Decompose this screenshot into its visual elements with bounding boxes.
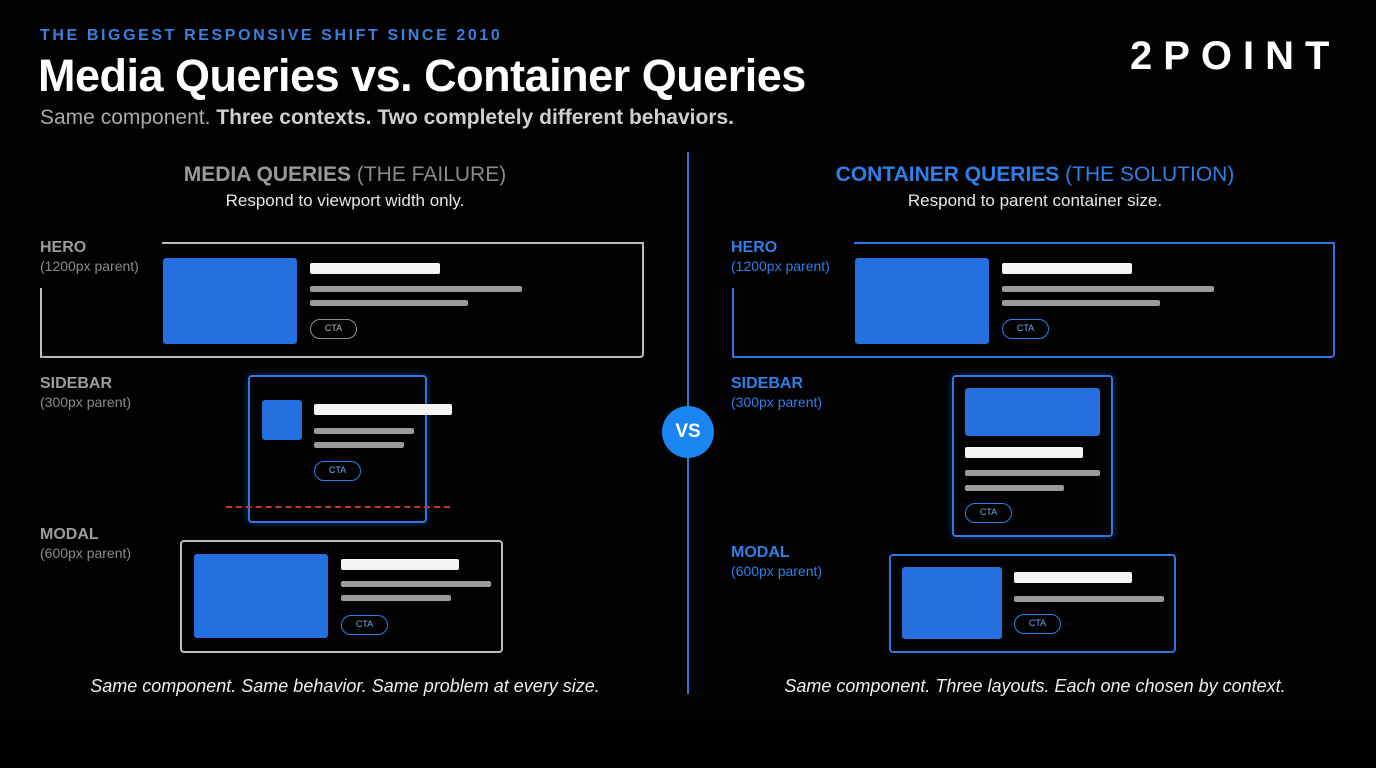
left-heading-strong: MEDIA QUERIES — [183, 163, 352, 186]
left-hero-frame — [40, 242, 644, 358]
left-hero-frame-left — [40, 288, 42, 358]
right-hero-label: HERO — [731, 239, 778, 256]
left-hero-label: HERO — [40, 239, 87, 256]
right-modal-parent: (600px parent) — [731, 563, 823, 579]
right-heading-strong: CONTAINER QUERIES — [835, 163, 1060, 186]
right-sidebar-cta-button[interactable]: CTA — [965, 503, 1012, 523]
right-hero-image — [855, 258, 989, 344]
right-hero-cta-button[interactable]: CTA — [1002, 319, 1049, 339]
right-hero-frame-left — [732, 288, 734, 358]
right-hero-title-bar — [1002, 263, 1132, 274]
left-modal-text-line — [341, 595, 451, 601]
right-sidebar-image — [965, 388, 1100, 436]
right-hero-parent: (1200px parent) — [731, 258, 830, 274]
eyebrow-text: THE BIGGEST RESPONSIVE SHIFT SINCE 2010 — [40, 27, 503, 44]
left-sidebar-title-bar-overflow — [314, 404, 452, 415]
right-caption: Same component. Three layouts. Each one … — [784, 676, 1286, 696]
right-hero-text-line — [1002, 300, 1160, 306]
left-column-heading: MEDIA QUERIES (THE FAILURE) — [40, 163, 650, 187]
right-modal-frame — [889, 554, 1176, 653]
right-modal-text-line — [1014, 596, 1164, 602]
page-title: Media Queries vs. Container Queries — [38, 50, 806, 101]
left-modal-label: MODAL — [40, 526, 99, 543]
left-modal-image — [194, 554, 328, 638]
left-heading-weak: (THE FAILURE) — [356, 163, 507, 186]
left-hero-cta-button[interactable]: CTA — [310, 319, 357, 339]
right-sidebar-text-line — [965, 470, 1100, 476]
left-modal-frame — [180, 540, 503, 653]
overflow-dashed-line — [226, 506, 450, 508]
page-subtitle: Same component. Three contexts. Two comp… — [40, 106, 734, 130]
right-column-heading: CONTAINER QUERIES (THE SOLUTION) — [730, 163, 1340, 187]
left-hero-parent: (1200px parent) — [40, 258, 139, 274]
subtitle-plain: Same component. — [40, 106, 211, 129]
left-hero-text-line — [310, 300, 468, 306]
vs-badge: VS — [662, 406, 714, 458]
subtitle-bold: Three contexts. Two completely different… — [216, 106, 735, 129]
left-hero-title-bar — [310, 263, 440, 274]
right-modal-label: MODAL — [731, 544, 790, 561]
right-modal-image — [902, 567, 1002, 639]
left-sidebar-text-line — [314, 428, 414, 434]
right-modal-cta-button[interactable]: CTA — [1014, 614, 1061, 634]
left-sidebar-frame — [248, 375, 427, 523]
left-modal-text-line — [341, 581, 491, 587]
right-sidebar-parent: (300px parent) — [731, 394, 823, 410]
right-hero-frame — [732, 242, 1335, 358]
left-sidebar-cta-button[interactable]: CTA — [314, 461, 361, 481]
left-caption: Same component. Same behavior. Same prob… — [90, 676, 600, 696]
left-sidebar-text-line — [314, 442, 404, 448]
brand-logo: 2POINT — [1130, 34, 1341, 78]
right-modal-title-bar — [1014, 572, 1132, 583]
right-sidebar-title-bar — [965, 447, 1083, 458]
right-hero-text-line — [1002, 286, 1214, 292]
left-column-subheading: Respond to viewport width only. — [225, 191, 465, 210]
left-modal-cta-button[interactable]: CTA — [341, 615, 388, 635]
left-sidebar-parent: (300px parent) — [40, 394, 132, 410]
left-hero-frame-top — [162, 242, 644, 244]
right-column-subheading: Respond to parent container size. — [907, 191, 1163, 210]
left-hero-text-line — [310, 286, 522, 292]
left-modal-title-bar — [341, 559, 459, 570]
right-hero-frame-top — [854, 242, 1335, 244]
right-sidebar-label: SIDEBAR — [731, 375, 804, 392]
left-sidebar-label: SIDEBAR — [40, 375, 113, 392]
bottom-band — [0, 718, 1376, 768]
left-hero-image — [163, 258, 297, 344]
right-sidebar-frame — [952, 375, 1113, 537]
right-sidebar-text-line — [965, 485, 1064, 491]
right-heading-weak: (THE SOLUTION) — [1065, 163, 1235, 186]
left-modal-parent: (600px parent) — [40, 545, 132, 561]
left-sidebar-image — [262, 400, 302, 440]
